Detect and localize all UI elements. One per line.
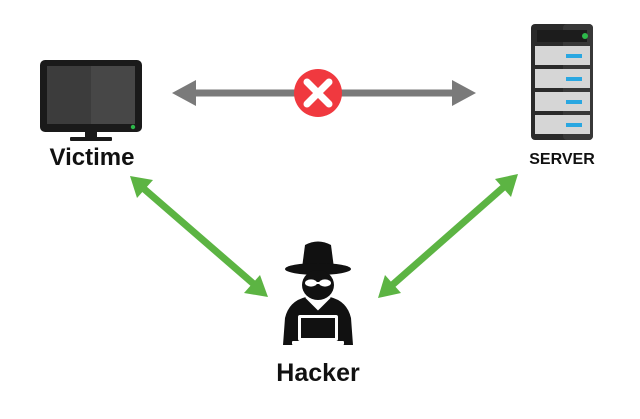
hacker-label: Hacker	[276, 359, 360, 387]
server-hacker-arrow	[378, 174, 518, 298]
victim-hacker-arrow	[130, 176, 268, 297]
monitor-icon	[40, 60, 142, 141]
red-x-icon	[294, 69, 342, 117]
server-drive-bays	[535, 46, 590, 134]
server-rack-icon	[531, 24, 593, 140]
hacker-icon	[283, 241, 353, 345]
victim-label: Victime	[50, 144, 135, 171]
server-label: SERVER	[529, 151, 595, 168]
